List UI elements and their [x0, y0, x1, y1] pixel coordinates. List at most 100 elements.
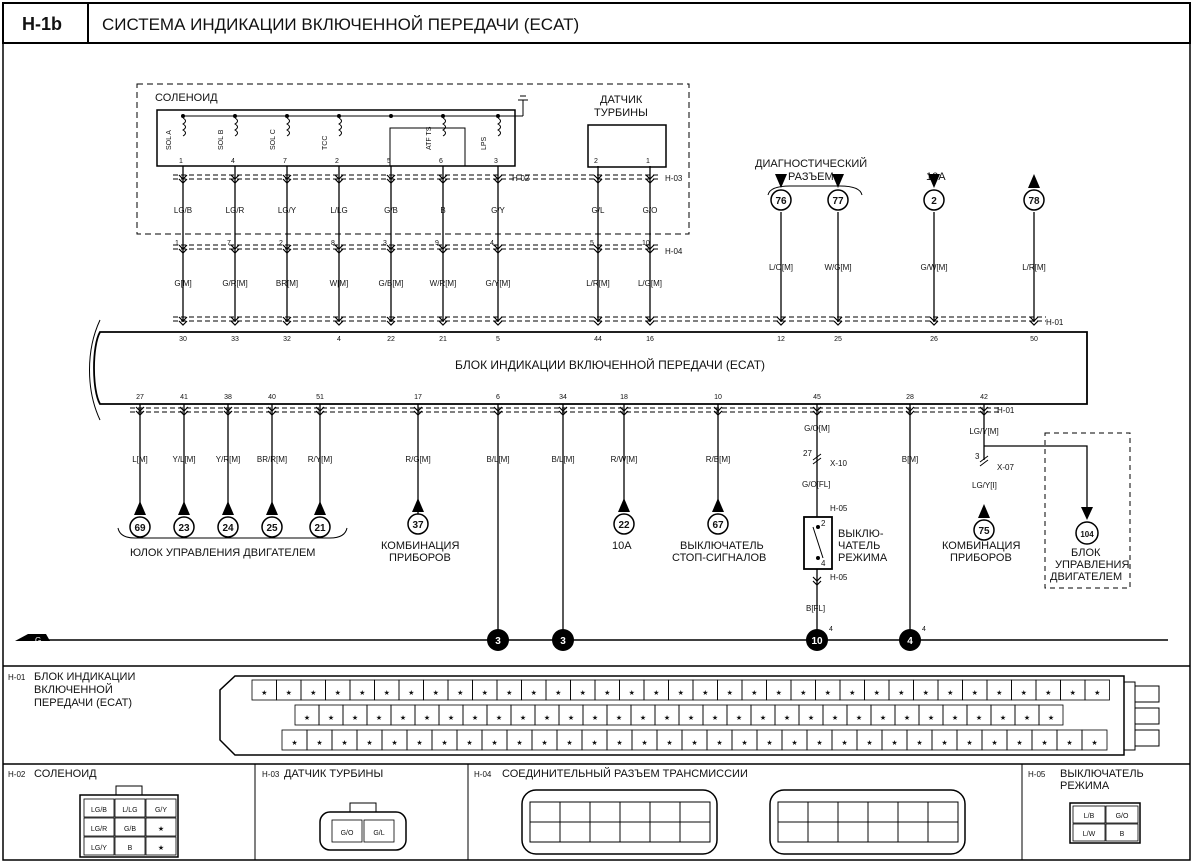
upper-wire-label-5: B	[440, 206, 445, 215]
svg-text:★: ★	[424, 714, 430, 722]
h04-label: H-04	[665, 247, 683, 256]
lower-wire-label-5: R/G[M]	[405, 455, 430, 464]
svg-text:★: ★	[791, 739, 797, 747]
ground-point-2	[806, 629, 828, 651]
right-wire-label-3: L/R[M]	[1022, 263, 1046, 272]
mid-wire-label-8: L/G[M]	[638, 279, 662, 288]
solenoid-pin-2: 7	[283, 158, 287, 165]
svg-text:★: ★	[1045, 689, 1051, 697]
svg-text:★: ★	[591, 739, 597, 747]
ecu-label-2: УПРАВЛЕНИЯ	[1055, 559, 1129, 571]
lower-ref-75	[973, 519, 995, 541]
svg-text:★: ★	[341, 739, 347, 747]
module-bottom-pin-12: 42	[980, 394, 988, 401]
mid-wire-label-6: G/Y[M]	[486, 279, 511, 288]
svg-text:★: ★	[352, 714, 358, 722]
h04-panel-name: СОЕДИНИТЕЛЬНЫЙ РАЗЪЕМ ТРАНСМИССИИ	[502, 767, 748, 780]
svg-text:★: ★	[841, 739, 847, 747]
stop-switch-label-2: СТОП-СИГНАЛОВ	[672, 552, 766, 564]
lower-ref-67-text: 67	[712, 520, 724, 531]
h02-panel-id: H-02	[8, 770, 26, 779]
module-bottom-pin-0: 27	[136, 394, 144, 401]
svg-text:★: ★	[466, 739, 472, 747]
svg-text:★: ★	[457, 689, 463, 697]
h02-panel-name: СОЛЕНОИД	[34, 768, 97, 780]
ref-circle-78	[1023, 189, 1045, 211]
svg-text:★: ★	[966, 739, 972, 747]
lower-wire-label-2: Y/R[M]	[216, 455, 240, 464]
lower-ref-21	[309, 516, 331, 538]
mid-wire-label-0: G[M]	[174, 279, 191, 288]
svg-text:★: ★	[766, 739, 772, 747]
svg-text:★: ★	[808, 714, 814, 722]
x10-label: X-10	[830, 459, 847, 468]
mode-switch	[803, 516, 833, 570]
upper-wire-label-2: LG/Y	[278, 206, 297, 215]
svg-text:★: ★	[849, 689, 855, 697]
ground-point-3-text: 4	[907, 636, 913, 647]
h04-panel-id: H-04	[474, 770, 492, 779]
h05-connector	[1069, 802, 1141, 844]
lower-wire-label-8: R/W[M]	[611, 455, 638, 464]
mode-pin-a: 2	[821, 519, 826, 528]
mode-pin-b: 4	[821, 559, 826, 568]
solenoid-comp-5: LPS	[481, 136, 488, 150]
upper-wire-4: G/BG/B[M]3	[379, 166, 403, 326]
svg-text:★: ★	[616, 714, 622, 722]
h02-cell-2: G/Y	[155, 807, 167, 814]
h03-panel-name: ДАТЧИК ТУРБИНЫ	[284, 768, 383, 780]
ref-circle-2-text: 2	[931, 196, 937, 207]
mid-wire-label-3: W[M]	[330, 279, 349, 288]
module-top-pin-9: 12	[777, 336, 785, 343]
ground-g: G	[35, 636, 41, 645]
svg-text:★: ★	[952, 714, 958, 722]
lower-ref-24	[217, 516, 239, 538]
svg-text:★: ★	[376, 714, 382, 722]
svg-text:★: ★	[286, 689, 292, 697]
module-top-pin-8: 16	[646, 336, 654, 343]
lower-ref-25	[261, 516, 283, 538]
h04-pin-7: 5	[590, 240, 594, 247]
svg-text:★: ★	[568, 714, 574, 722]
svg-text:★: ★	[520, 714, 526, 722]
module-top-pin-3: 4	[337, 336, 341, 343]
mode-wire-2: B[FL]	[806, 604, 825, 613]
solenoid-block	[156, 109, 516, 167]
ground-pin-1: 4	[922, 626, 926, 633]
svg-text:★: ★	[316, 739, 322, 747]
module-top-pin-11: 26	[930, 336, 938, 343]
lower-wire-label-3: BR/R[M]	[257, 455, 287, 464]
lower-ref-25-text: 25	[266, 523, 278, 534]
turbine-title-2: ТУРБИНЫ	[594, 107, 648, 119]
svg-text:★: ★	[592, 714, 598, 722]
lower-ref-75-text: 75	[978, 526, 990, 537]
svg-text:★: ★	[384, 689, 390, 697]
module-top-pin-2: 32	[283, 336, 291, 343]
diag-ref-3: 78L/R[M]	[1022, 174, 1046, 326]
lower-wire-11: 28B[M]	[902, 394, 918, 640]
svg-text:★: ★	[904, 714, 910, 722]
svg-text:★: ★	[604, 689, 610, 697]
h02-cell-4: G/B	[124, 826, 136, 833]
solenoid-title: СОЛЕНОИД	[155, 92, 218, 104]
lower-wire-label-6: B/L[M]	[486, 455, 509, 464]
svg-text:★: ★	[972, 689, 978, 697]
svg-text:★: ★	[433, 689, 439, 697]
h02-cell-6: LG/Y	[91, 845, 107, 852]
lower-ref-69	[129, 516, 151, 538]
svg-text:★: ★	[629, 689, 635, 697]
solenoid-comp-3: TCC	[322, 136, 329, 150]
lower-wire-4: 51R/Y[M]	[308, 394, 332, 505]
module-top-pin-10: 25	[834, 336, 842, 343]
svg-text:★: ★	[448, 714, 454, 722]
h04-pin-3: 8	[331, 240, 335, 247]
svg-text:★: ★	[1041, 739, 1047, 747]
svg-text:★: ★	[664, 714, 670, 722]
lower-wire-label-9: R/B[M]	[706, 455, 730, 464]
diag-ref-1: 77W/G[M]	[824, 174, 852, 326]
lower-wire-0: 27L[M]	[132, 394, 148, 505]
right-wire-label-2: G/W[M]	[920, 263, 947, 272]
lower-wire-label-4: R/Y[M]	[308, 455, 332, 464]
upper-wire-3: L/LGW[M]8	[330, 166, 349, 326]
